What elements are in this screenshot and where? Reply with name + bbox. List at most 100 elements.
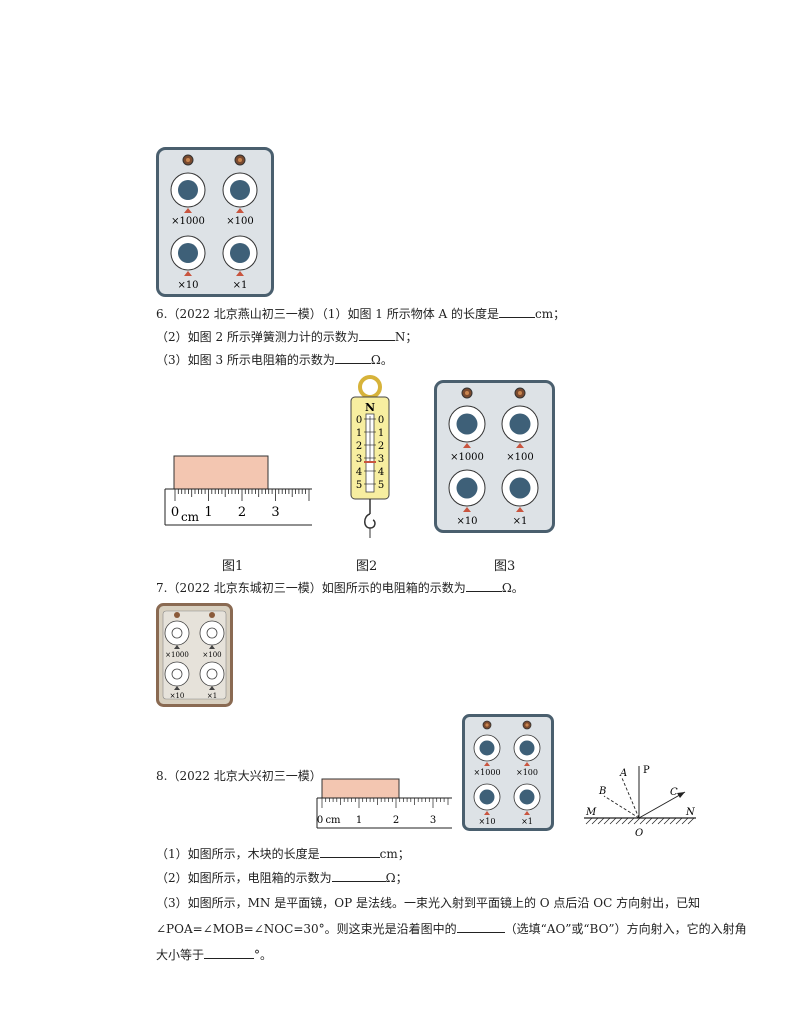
- ruler-unit: cm: [325, 815, 341, 826]
- wooden-block: [321, 778, 400, 799]
- dial-thousands: [170, 172, 206, 213]
- ray-oc-arrow: [677, 792, 685, 798]
- q8-header: 8.（2022 北京大兴初三一模）: [156, 769, 322, 783]
- label-p: P: [643, 765, 650, 776]
- label-o: O: [635, 828, 643, 839]
- label-m: M: [585, 807, 597, 818]
- ruler-ticks: [174, 489, 310, 501]
- dial-label: ×1: [233, 280, 248, 291]
- scale-tick-label: 3: [378, 454, 384, 465]
- q8-part1-suffix: cm；: [379, 847, 410, 861]
- scale-tick-label: 0: [378, 415, 384, 426]
- answer-blank[interactable]: [499, 306, 535, 318]
- label-c: C: [670, 787, 678, 798]
- dial-label: ×100: [506, 452, 533, 463]
- scale-tick-label: 0: [356, 415, 362, 426]
- answer-blank[interactable]: [358, 329, 395, 341]
- scale-unit: N: [365, 401, 375, 414]
- dial-hundreds: [199, 620, 225, 649]
- dial-label: ×1000: [450, 452, 484, 463]
- ruler-tick-label: 3: [430, 815, 436, 826]
- answer-blank[interactable]: [319, 846, 380, 858]
- figure-caption-2: 图2: [356, 559, 378, 574]
- dial-tens: [473, 783, 501, 815]
- scale-tick-label: 1: [356, 428, 362, 439]
- dial-label: ×1000: [473, 768, 500, 777]
- dial-label: ×10: [456, 516, 477, 527]
- ruler-tick-label: 2: [238, 505, 246, 520]
- q8-part1-prefix: （1）如图所示，木块的长度是: [156, 847, 320, 861]
- scale-tick-label: 4: [378, 467, 384, 478]
- figure-caption-3: 图3: [494, 559, 516, 574]
- q8-part3-line2: ∠POA=∠MOB=∠NOC=30°。则这束光是沿着图中的 （选填“AO”或“BO…: [156, 921, 747, 937]
- dial-label: ×1000: [165, 651, 189, 659]
- answer-blank[interactable]: [465, 580, 502, 592]
- label-a: A: [619, 768, 627, 779]
- ray-bo: [603, 795, 640, 819]
- answer-blank[interactable]: [456, 921, 505, 933]
- q8-part2-prefix: （2）如图所示，电阻箱的示数为: [156, 871, 332, 885]
- dial-hundreds: [501, 405, 539, 448]
- q8-part2: （2）如图所示，电阻箱的示数为 Ω；: [156, 870, 408, 886]
- terminal: [482, 720, 492, 730]
- terminal: [461, 387, 473, 399]
- q8-part3-line1: （3）如图所示，MN 是平面镜，OP 是法线。一束光入射到平面镜上的 O 点后沿…: [156, 896, 701, 910]
- terminal: [182, 154, 194, 166]
- scale-tick-label: 2: [378, 441, 384, 452]
- dial-tens: [164, 661, 190, 690]
- scale-tick-label: 5: [378, 480, 384, 491]
- q7-suffix: Ω。: [501, 581, 524, 595]
- scale-tick-label: 2: [356, 441, 362, 452]
- ruler-tick-label: 0: [317, 815, 323, 826]
- ruler-tick-label: 2: [393, 815, 399, 826]
- dial-label: ×10: [177, 280, 198, 291]
- ray-oc: [638, 791, 686, 819]
- scale-tick-label: 3: [356, 454, 362, 465]
- q8-part2-suffix: Ω；: [385, 871, 408, 885]
- dial-label: ×100: [202, 651, 221, 659]
- dial-tens: [170, 235, 206, 276]
- dial-ones: [513, 783, 541, 815]
- figure-caption-1: 图1: [222, 559, 244, 574]
- label-b: B: [598, 786, 606, 797]
- terminal: [514, 387, 526, 399]
- ray-ao: [621, 777, 640, 819]
- dial-label: ×1: [207, 692, 217, 700]
- scale-tick-label: 5: [356, 480, 362, 491]
- dial-label: ×1: [513, 516, 528, 527]
- q8-part3-line3-suffix: °。: [254, 948, 273, 962]
- q6-line1-suffix: cm；: [535, 307, 566, 321]
- wooden-block: [173, 455, 269, 490]
- dial-label: ×10: [170, 692, 185, 700]
- resistance-box-top: ×1000 ×100 ×10 ×1: [156, 147, 274, 297]
- resistance-box-figure-3: ×1000 ×100 ×10 ×1: [434, 380, 555, 533]
- dial-tens: [448, 469, 486, 512]
- q7-prefix: 7.（2022 北京东城初三一模）如图所示的电阻箱的示数为: [156, 581, 466, 595]
- ruler-q8: 0 cm 1 2 3: [316, 778, 452, 829]
- mirror-hatching: [585, 817, 695, 825]
- terminal: [522, 720, 532, 730]
- q8-part3-line2-prefix: ∠POA=∠MOB=∠NOC=30°。则这束光是沿着图中的: [156, 922, 457, 936]
- dial-thousands: [473, 734, 501, 766]
- label-n: N: [685, 807, 696, 818]
- q8-part1: （1）如图所示，木块的长度是 cm；: [156, 846, 410, 862]
- terminal: [234, 154, 246, 166]
- answer-blank[interactable]: [204, 947, 255, 959]
- dial-ones: [222, 235, 258, 276]
- ruler-tick-label: 1: [356, 815, 362, 826]
- dial-hundreds: [222, 172, 258, 213]
- dial-ones: [501, 469, 539, 512]
- q8-part3-line2-suffix: （选填“AO”或“BO”）方向射入，它的入射角: [504, 922, 747, 936]
- resistance-box-q8: ×1000 ×100 ×10 ×1: [462, 714, 554, 831]
- answer-blank[interactable]: [331, 870, 386, 882]
- dial-ones: [199, 661, 225, 690]
- resistance-box-q7: ×1000 ×100 ×10 ×1: [156, 603, 233, 707]
- scale-tick-label: 4: [356, 467, 362, 478]
- q6-line2-prefix: （2）如图 2 所示弹簧测力计的示数为: [156, 330, 359, 344]
- dial-label: ×100: [516, 768, 538, 777]
- ruler-unit: cm: [181, 510, 200, 524]
- answer-blank[interactable]: [334, 352, 371, 364]
